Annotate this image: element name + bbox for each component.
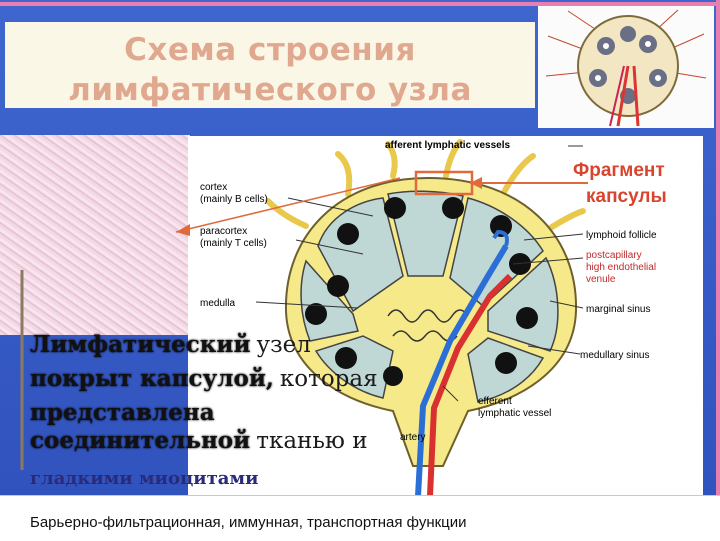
label-artery: artery — [400, 432, 426, 443]
title-line-2: лимфатического узла — [5, 70, 535, 110]
slide-title: Схема строения лимфатического узла — [5, 30, 535, 110]
label-fragment-2: капсулы — [586, 186, 667, 207]
label-efferent-2: lymphatic vessel — [478, 408, 551, 419]
histology-image — [0, 135, 190, 335]
right-border — [716, 0, 720, 540]
footer-text: Барьерно-фильтрационная, иммунная, транс… — [30, 514, 467, 531]
label-venule-1: postcapillary — [586, 250, 642, 261]
label-afferent: afferent lymphatic vessels — [385, 140, 510, 151]
label-medulla: medulla — [200, 298, 235, 309]
label-cortex-sub: (mainly B cells) — [200, 194, 268, 205]
label-follicle: lymphoid follicle — [586, 230, 657, 241]
label-medullary-sinus: medullary sinus — [580, 350, 649, 361]
title-line-1: Схема строения — [5, 30, 535, 70]
label-paracortex: paracortex — [200, 226, 247, 237]
title-panel: Схема строения лимфатического узла — [5, 22, 535, 108]
label-marginal-sinus: marginal sinus — [586, 304, 650, 315]
label-fragment-1: Фрагмент — [573, 160, 665, 181]
label-venule-2: high endothelial — [586, 262, 656, 273]
label-venule-3: venule — [586, 274, 616, 285]
caption-line-2: покрыт капсулой,которая — [30, 362, 378, 396]
label-efferent-1: efferent — [478, 396, 512, 407]
caption-line-2-tail: которая — [280, 366, 378, 392]
caption-line-5: гладкими миоцитами — [30, 462, 258, 496]
lymph-node-thumbnail — [538, 6, 714, 128]
label-paracortex-sub: (mainly T cells) — [200, 238, 267, 249]
caption-line-1-tail: узел — [257, 332, 311, 358]
caption-line-4-tail: тканью и — [256, 428, 367, 454]
label-cortex: cortex — [200, 182, 227, 193]
